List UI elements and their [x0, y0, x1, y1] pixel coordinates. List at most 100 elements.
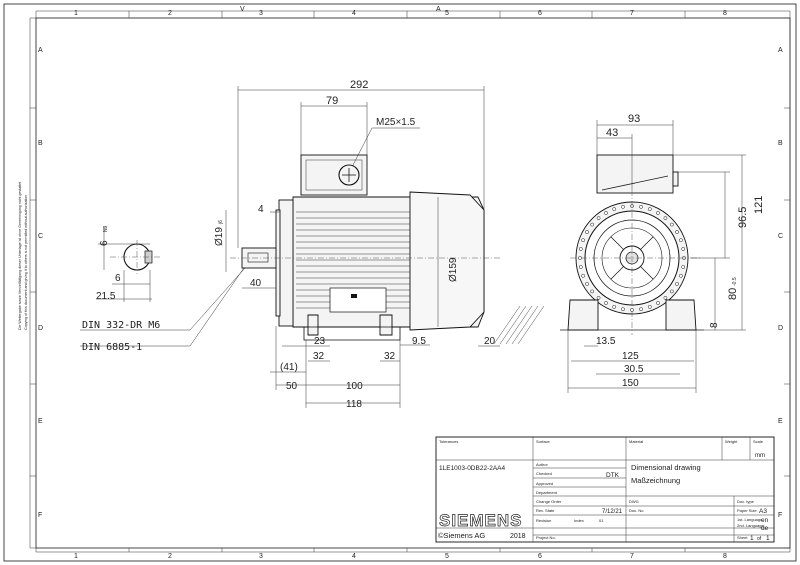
tb-doc-type-label: Doc. type: [737, 499, 755, 504]
cowl-vent: [604, 301, 608, 305]
dim-overall-length: 292: [350, 79, 368, 91]
dim-13-5: 13.5: [596, 336, 616, 347]
dim-41: (41): [280, 362, 298, 373]
dim-end-half-top: 43: [606, 127, 618, 139]
cowl-vent: [581, 238, 585, 243]
cowl-vent: [663, 295, 668, 300]
cowl-vent: [675, 282, 679, 286]
cowl-vent: [585, 282, 589, 286]
col-label-4-top: 4: [352, 10, 356, 17]
col-label-8-bottom: 8: [723, 553, 727, 560]
dim-shaft-height: 80: [727, 288, 739, 300]
motor-end-view: [560, 120, 746, 393]
dim-20: 20: [484, 336, 496, 347]
row-label-e-left: E: [38, 418, 43, 425]
side-note-en: Copying of this document and giving it t…: [24, 195, 28, 330]
dim-50: 50: [286, 381, 298, 392]
key-standard-note: DIN 6885-1: [82, 342, 142, 353]
tb-doc-no-label: Doc. No: [629, 508, 644, 513]
dim-32-left: 32: [313, 351, 325, 362]
row-label-b-right: B: [778, 140, 783, 147]
dim-shaft-length: 40: [250, 278, 262, 289]
col-label-8-top: 8: [723, 10, 727, 17]
col-marker-a: A: [436, 6, 441, 13]
cowl-vent: [675, 230, 679, 234]
cowl-vent: [663, 216, 668, 221]
dim-foot-thickness: 8: [709, 322, 720, 328]
tb-sheet-number: 1: [750, 535, 754, 542]
tb-lang2: de: [761, 525, 769, 532]
cowl-vent: [590, 222, 595, 227]
tb-surface-label: Surface: [536, 439, 551, 444]
ground-hatch: [505, 305, 533, 345]
row-label-c-right: C: [778, 233, 783, 240]
cowl-vent: [590, 289, 595, 294]
col-label-1-top: 1: [74, 10, 78, 17]
cowl-vent: [679, 238, 683, 243]
cowl-vent: [639, 204, 643, 209]
cowl-vent: [596, 295, 601, 300]
fan-rib: [610, 236, 624, 250]
dim-end-width-top: 93: [628, 113, 640, 125]
dim-terminal-box-offset: 79: [326, 95, 338, 107]
cowl-vent: [681, 265, 686, 269]
ground-hatch: [517, 305, 545, 345]
cowl-vent: [656, 211, 660, 215]
siemens-logo: SIEMENS: [439, 511, 523, 530]
row-label-e-right: E: [778, 418, 783, 425]
cowl-vent: [669, 222, 674, 227]
tb-unit: mm: [755, 453, 765, 459]
cowl-vent: [681, 247, 686, 251]
col-label-7-top: 7: [630, 10, 634, 17]
col-marker-v: V: [240, 6, 245, 13]
dim-23: 23: [314, 336, 326, 347]
tb-sheet-of: of: [757, 536, 762, 542]
dim-shaft-diameter: Ø19: [214, 227, 225, 246]
row-label-c-left: C: [38, 233, 43, 240]
tb-title-de: Maßzeichnung: [631, 476, 680, 485]
tb-lang1: en: [761, 517, 769, 524]
fan-rib: [610, 266, 624, 280]
tb-index-label: Index: [574, 518, 584, 523]
gland-thread-label: M25×1.5: [376, 117, 416, 128]
tb-rev-state-label: Rev. State: [536, 508, 555, 513]
row-label-f-left: F: [38, 512, 42, 519]
dim-100: 100: [346, 381, 363, 392]
dim-150: 150: [622, 378, 639, 389]
cowl-vent: [669, 289, 674, 294]
drawing-frame: [3, 3, 797, 562]
cowl-vent: [647, 305, 652, 309]
ground-hatch: [499, 305, 527, 345]
dim-shaft-tolerance: j6: [218, 220, 224, 225]
tb-copyright: ©Siemens AG: [438, 531, 485, 540]
tb-title-en: Dimensional drawing: [631, 463, 701, 472]
tb-department-label: Department: [536, 490, 558, 495]
cowl-vent: [581, 273, 585, 278]
keyway-depth-label: 6: [99, 240, 110, 246]
motor-side-view: [225, 86, 545, 408]
col-label-3-bottom: 3: [259, 553, 263, 560]
tb-revision-label: Revision: [536, 518, 551, 523]
dim-shaft-height-tolerance: -0.5: [732, 277, 738, 286]
tb-checked-label: Checked: [536, 471, 552, 476]
tb-change-order-label: Change Order: [536, 499, 562, 504]
tb-drawing-number: 1LE1003-0DB22-2AA4: [439, 465, 506, 472]
keyway-length-label: 21.5: [96, 291, 116, 302]
cowl-vent: [612, 207, 617, 211]
tb-approved-label: Approved: [536, 481, 553, 486]
row-label-f-right: F: [778, 512, 782, 519]
cowl-vent: [578, 265, 583, 269]
row-label-b-left: B: [38, 140, 43, 147]
col-label-4-bottom: 4: [352, 553, 356, 560]
col-label-7-bottom: 7: [630, 553, 634, 560]
dim-flange-step: 4: [258, 204, 264, 215]
cowl-vent: [656, 301, 660, 305]
tb-scale-label: Scale: [753, 439, 764, 444]
tb-paper-size: A3: [759, 508, 767, 515]
ground-hatch: [511, 305, 539, 345]
dim-9-5: 9.5: [412, 336, 426, 347]
tb-index-value: 01: [599, 518, 604, 523]
center-hole-note: DIN 332-DR M6: [82, 320, 160, 331]
tb-lang1-label: 1st. Language: [737, 517, 763, 522]
